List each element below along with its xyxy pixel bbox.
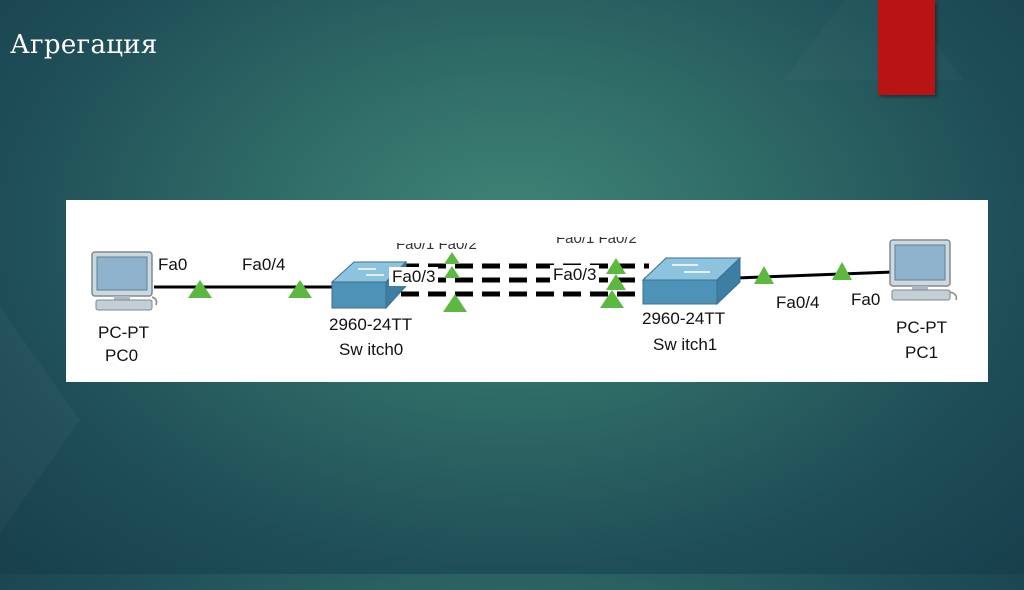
switch1-model-label: 2960-24TT (642, 309, 726, 328)
status-sw1-fa03-c (600, 290, 624, 308)
port-label-pc0-fa0: Fa0 (158, 255, 188, 274)
switch0-model-label: 2960-24TT (329, 315, 413, 334)
status-sw1-fa03-b (606, 274, 626, 290)
link-status-indicators (188, 252, 852, 312)
network-topology-diagram: Fa0/1 Fa0/2 Fa0/1 Fa0/2 Fa0 Fa0/4 Fa0/3 … (66, 200, 988, 382)
status-sw0-fa03-c (443, 294, 467, 312)
status-sw0-fa03-b (444, 266, 460, 278)
switch1-icon[interactable] (641, 256, 742, 306)
port-label-sw0-fa04: Fa0/4 (242, 255, 286, 274)
topology-canvas (91, 239, 958, 312)
pc1-icon[interactable] (889, 239, 958, 301)
port-label-sw0-fa03: Fa0/3 (389, 267, 439, 286)
status-sw0-fa04 (288, 280, 312, 298)
pc0-model-label: PC-PT (98, 323, 149, 342)
status-sw0-fa03-a (444, 252, 460, 264)
port-label-pc1-fa0: Fa0 (851, 290, 881, 309)
switch1-name-label: Sw itch1 (653, 335, 718, 354)
switch0-icon[interactable] (330, 260, 408, 310)
status-sw1-fa03-a (606, 258, 626, 274)
etherchannel-links (401, 263, 649, 297)
pc1-name-label: PC1 (905, 343, 939, 362)
status-pc1-fa0 (832, 262, 852, 280)
pc1-model-label: PC-PT (896, 318, 947, 337)
obscured-port-label-sw0: Fa0/1 Fa0/2 (396, 236, 477, 253)
background-triangle-top (784, 0, 964, 80)
status-sw1-fa04 (754, 266, 774, 284)
slide-title: Агрегация (10, 30, 158, 60)
obscured-port-label-sw1: Fa0/1 Fa0/2 (556, 230, 637, 247)
status-pc0-fa0 (188, 280, 212, 298)
switch0-name-label: Sw itch0 (339, 340, 404, 359)
red-accent-bar (878, 0, 935, 95)
pc0-icon[interactable] (91, 251, 158, 311)
port-label-sw1-fa03: Fa0/3 (550, 265, 600, 284)
pc0-name-label: PC0 (105, 346, 139, 365)
port-label-sw1-fa04: Fa0/4 (776, 293, 820, 312)
